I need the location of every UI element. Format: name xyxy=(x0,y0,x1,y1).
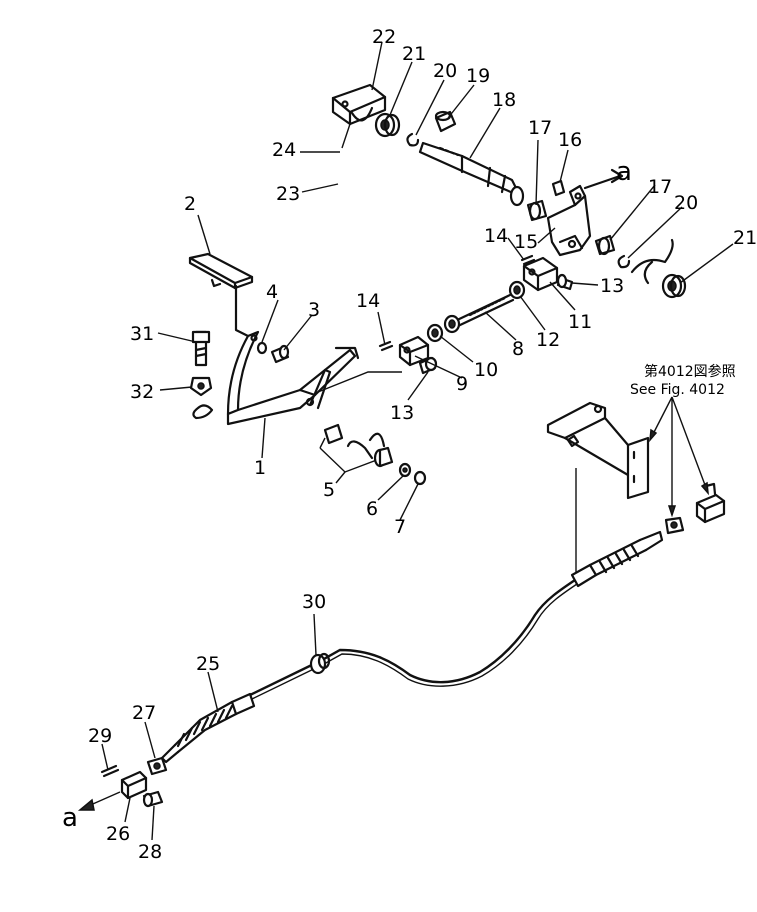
reference-en: See Fig. 4012 xyxy=(630,382,725,398)
callout-17-left: 17 xyxy=(528,117,552,139)
callout-17-right: 17 xyxy=(648,176,672,198)
rod-8 xyxy=(453,293,515,328)
arrow-label-bottom-a: a xyxy=(62,803,78,833)
bushing-21-top xyxy=(374,112,401,138)
pin-14-mid xyxy=(378,340,394,352)
callout-13-right: 13 xyxy=(600,275,624,297)
callout-32: 32 xyxy=(130,381,154,403)
bushing-5-right xyxy=(373,446,394,468)
bracket-22 xyxy=(331,83,387,149)
clevis-26 xyxy=(120,770,148,800)
callout-27: 27 xyxy=(132,702,156,724)
bolt-13-right xyxy=(556,273,574,291)
callout-6: 6 xyxy=(366,498,378,520)
callout-20-top: 20 xyxy=(433,60,457,82)
nut-8-left xyxy=(443,314,461,334)
callout-1: 1 xyxy=(254,457,266,479)
callout-26: 26 xyxy=(106,823,130,845)
callout-5: 5 xyxy=(323,479,335,501)
cable-30 xyxy=(249,577,579,697)
washer-4 xyxy=(256,341,268,355)
bushing-21-right xyxy=(661,273,687,299)
callout-22: 22 xyxy=(372,26,396,48)
yoke-9 xyxy=(398,335,430,367)
pin-29 xyxy=(100,764,120,778)
bushing-17-right xyxy=(594,234,616,256)
reference-arrows xyxy=(649,396,709,515)
pedal-lever-1 xyxy=(226,330,360,426)
callout-30: 30 xyxy=(302,591,326,613)
callout-14-mid: 14 xyxy=(356,290,380,312)
callout-8: 8 xyxy=(512,338,524,360)
snap-ring-20-right xyxy=(617,254,631,269)
figure-reference: 第4012図参照 See Fig. 4012 xyxy=(630,363,736,398)
bracket-see-4012 xyxy=(546,401,650,500)
assembly-guide-line xyxy=(630,238,674,285)
bushing-5-left xyxy=(323,423,344,445)
nut-32 xyxy=(189,376,213,397)
callout-13-mid: 13 xyxy=(390,402,414,424)
callout-3: 3 xyxy=(308,299,320,321)
pedal-to-rod-line xyxy=(317,371,402,393)
grommet-30 xyxy=(309,652,331,675)
callout-28: 28 xyxy=(138,841,162,863)
callout-21-right: 21 xyxy=(733,227,757,249)
callout-11: 11 xyxy=(568,311,592,333)
bushing-17-left xyxy=(526,199,548,222)
pin-28 xyxy=(142,790,164,808)
callout-25: 25 xyxy=(196,653,220,675)
callout-10: 10 xyxy=(474,359,498,381)
nut-cable-end xyxy=(664,516,685,535)
lever-15 xyxy=(546,168,624,257)
callout-4: 4 xyxy=(266,281,278,303)
arrow-label-top-a: a xyxy=(616,157,632,187)
callout-14-top: 14 xyxy=(484,225,508,247)
bolt-31 xyxy=(191,330,211,367)
callout-19: 19 xyxy=(466,65,490,87)
bolt-3 xyxy=(270,344,290,364)
callout-7: 7 xyxy=(394,516,406,538)
reference-jp: 第4012図参照 xyxy=(644,363,736,380)
pin-19 xyxy=(434,110,457,133)
pedal-pad-2 xyxy=(188,252,254,338)
callout-9: 9 xyxy=(456,373,468,395)
callout-21-top: 21 xyxy=(402,43,426,65)
callout-2: 2 xyxy=(184,193,196,215)
arrow-bottom-a xyxy=(77,798,95,811)
callout-16: 16 xyxy=(558,129,582,151)
callout-labels: 22 21 20 19 18 17 16 a 17 20 21 14 15 13… xyxy=(62,26,757,863)
ring-7 xyxy=(413,470,427,486)
clevis-right xyxy=(695,482,726,524)
washer-6 xyxy=(398,462,412,478)
callout-20-right: 20 xyxy=(674,192,698,214)
callout-12: 12 xyxy=(536,329,560,351)
nut-10 xyxy=(426,323,444,343)
clip-ring xyxy=(192,404,214,420)
snap-ring-20-top xyxy=(406,132,420,147)
callout-29: 29 xyxy=(88,725,112,747)
leader-lines xyxy=(101,41,734,841)
callout-18: 18 xyxy=(492,89,516,111)
callout-23: 23 xyxy=(276,183,300,205)
cable-housing-right xyxy=(570,530,664,588)
shaft-18 xyxy=(418,141,525,207)
cable-end-25 xyxy=(160,692,256,764)
nut-27 xyxy=(146,756,168,776)
spring-5 xyxy=(346,432,386,460)
nut-12 xyxy=(508,280,526,300)
callout-24: 24 xyxy=(272,139,296,161)
callout-31: 31 xyxy=(130,323,154,345)
callout-15: 15 xyxy=(514,231,538,253)
pin-16 xyxy=(551,179,566,197)
